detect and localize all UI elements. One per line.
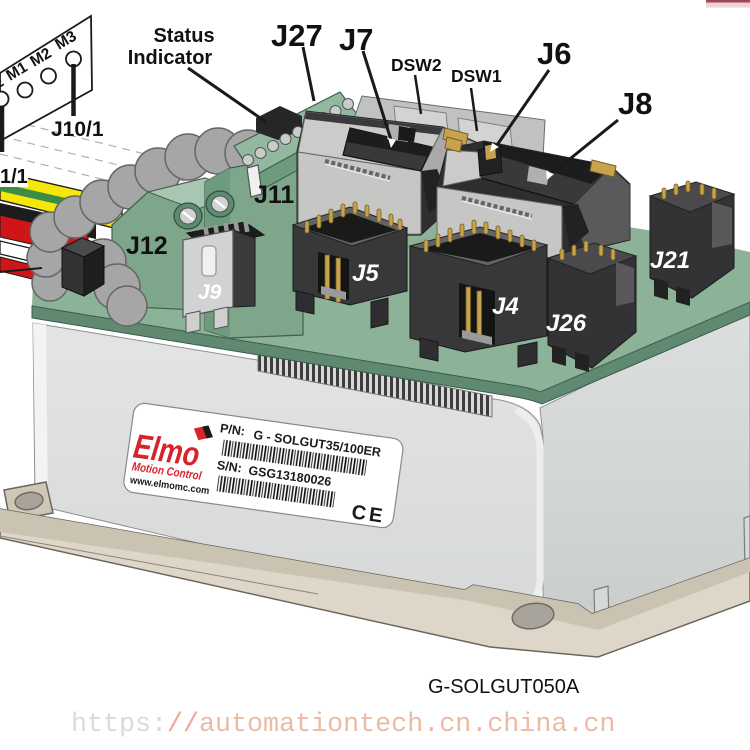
- svg-text:J12: J12: [126, 232, 168, 260]
- svg-text:G-SOLGUT050A: G-SOLGUT050A: [428, 676, 580, 698]
- svg-text:J10/1: J10/1: [51, 118, 104, 141]
- svg-text://: //: [167, 710, 199, 740]
- svg-text:CE: CE: [350, 501, 387, 527]
- svg-text:J27: J27: [271, 18, 323, 53]
- svg-text:Indicator: Indicator: [128, 47, 213, 69]
- svg-text:Status: Status: [153, 25, 214, 47]
- svg-text:J26: J26: [546, 310, 587, 337]
- svg-text:automationtech.cn.china.cn: automationtech.cn.china.cn: [199, 710, 615, 740]
- svg-text:P/N:: P/N:: [219, 421, 246, 438]
- svg-text:J8: J8: [618, 86, 652, 121]
- svg-text:DSW2: DSW2: [391, 55, 442, 75]
- svg-text:J7: J7: [339, 22, 373, 57]
- svg-text:J5: J5: [352, 260, 379, 287]
- svg-text:J11: J11: [254, 181, 294, 209]
- svg-text:E: E: [0, 74, 7, 94]
- svg-text:1/1: 1/1: [0, 166, 28, 188]
- svg-text:S/N:: S/N:: [216, 458, 243, 475]
- svg-text:J6: J6: [537, 36, 571, 71]
- svg-text:J9: J9: [198, 281, 222, 304]
- svg-text:J4: J4: [492, 293, 519, 320]
- svg-text:J21: J21: [650, 247, 690, 274]
- svg-text:Elmo: Elmo: [131, 427, 202, 474]
- svg-text:https:: https:: [71, 710, 167, 740]
- svg-text:DSW1: DSW1: [451, 66, 502, 86]
